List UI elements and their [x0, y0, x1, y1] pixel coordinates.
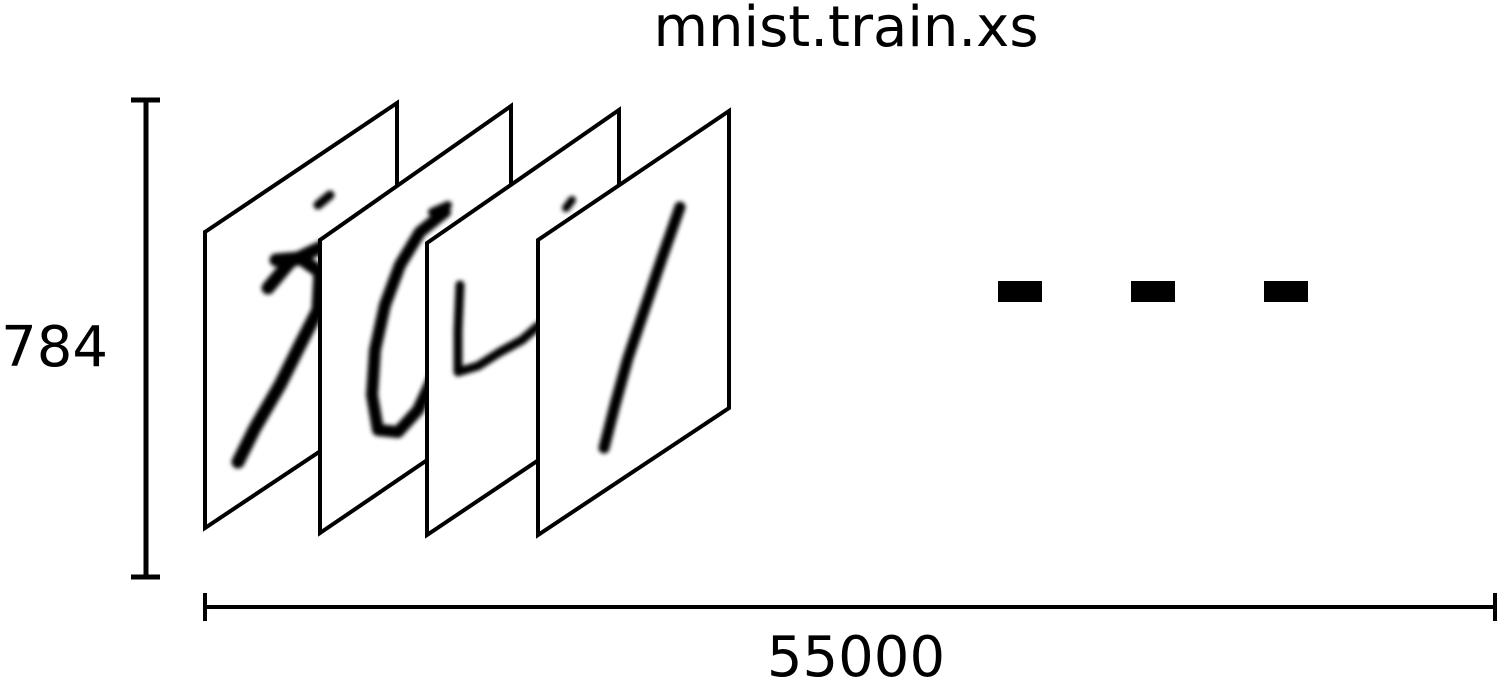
handwritten-digit-1-icon — [598, 201, 686, 454]
handwritten-digit-4-icon — [453, 196, 576, 377]
height-dimension-bracket — [131, 97, 160, 580]
continuation-ellipsis-icon — [998, 281, 1308, 302]
diagram-title: mnist.train.xs — [654, 0, 1039, 60]
width-label: 55000 — [767, 625, 945, 678]
digit-card-1 — [536, 107, 731, 539]
handwritten-digit-0-icon — [366, 201, 452, 438]
width-dimension-bracket — [203, 593, 1497, 621]
height-label: 784 — [1, 315, 108, 380]
